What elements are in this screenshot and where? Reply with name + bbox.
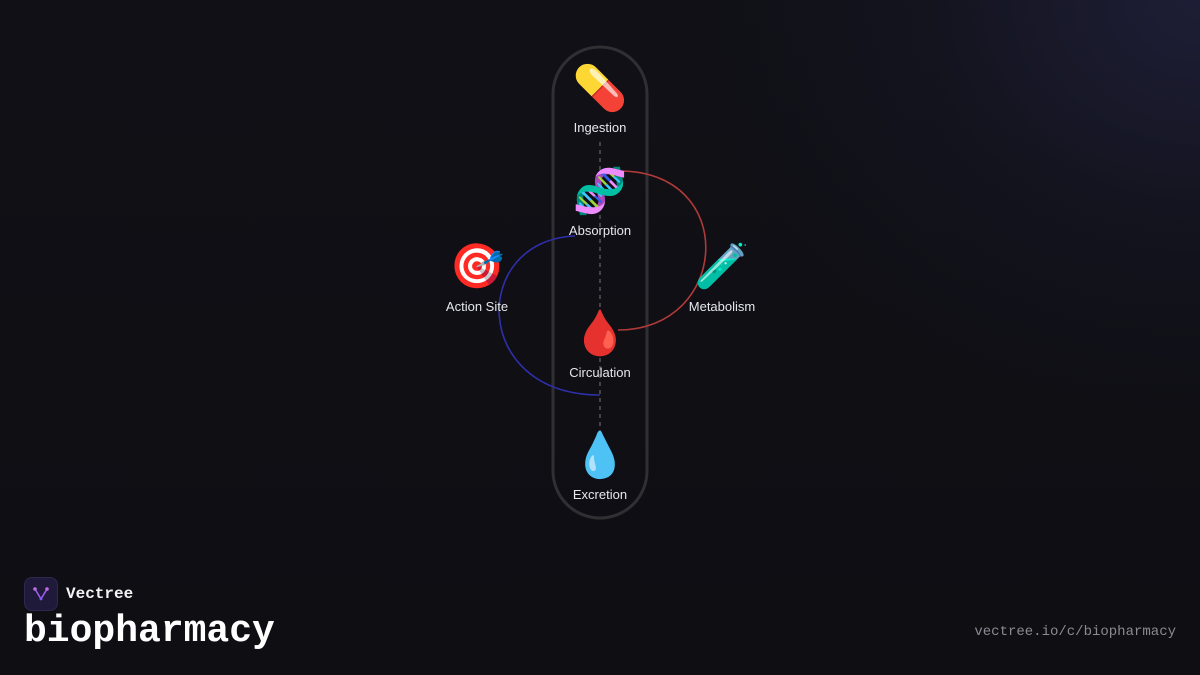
node-label-excretion: Excretion <box>572 487 628 502</box>
vectree-logo-icon <box>24 577 58 611</box>
node-label-circulation: Circulation <box>569 365 631 380</box>
node-label-ingestion: Ingestion <box>573 120 627 135</box>
course-title: biopharmacy <box>24 610 275 653</box>
target-icon: 🎯 <box>449 241 505 292</box>
water-drop-icon: 💧 <box>572 430 628 481</box>
node-label-absorption: Absorption <box>568 223 632 238</box>
node-label-metabolism: Metabolism <box>688 299 756 314</box>
action-site-curve <box>498 235 601 396</box>
metabolism-curve <box>617 170 707 331</box>
dna-icon: 🧬 <box>572 166 628 217</box>
course-url[interactable]: vectree.io/c/biopharmacy <box>974 624 1176 640</box>
brand-name: Vectree <box>66 585 134 603</box>
blood-drop-icon: 🩸 <box>572 308 628 359</box>
test-tube-icon: 🧪 <box>694 241 750 292</box>
pipeline-capsule <box>551 45 649 520</box>
node-label-action-site: Action Site <box>445 299 509 314</box>
pill-icon: 💊 <box>572 63 628 114</box>
brand: Vectree <box>24 577 133 611</box>
